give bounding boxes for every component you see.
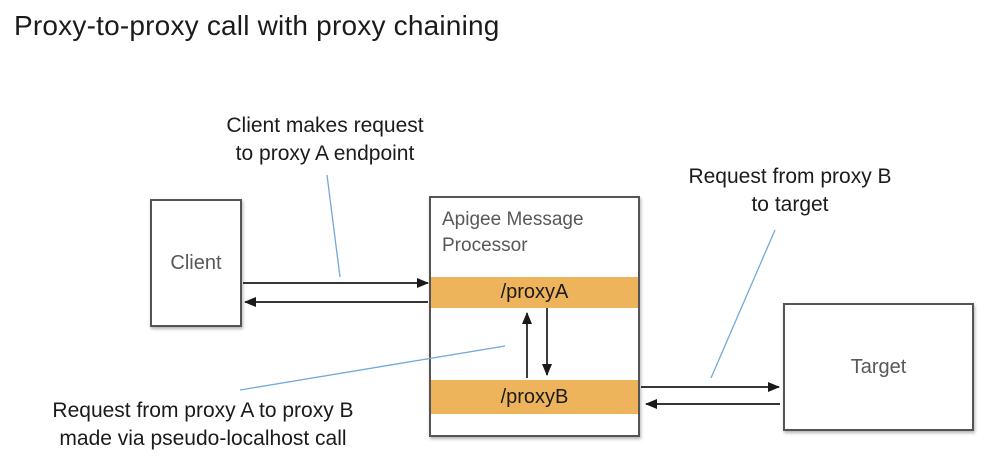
- client-box: Client: [150, 199, 242, 327]
- proxya-endpoint-bar: /proxyA: [431, 277, 638, 308]
- annotation-target-request-line2: to target: [751, 193, 829, 216]
- diagram-title: Proxy-to-proxy call with proxy chaining: [14, 10, 500, 41]
- message-processor-box: Apigee Message Processor /proxyA /proxyB: [429, 196, 640, 437]
- annotation-target-request: Request from proxy B to target: [630, 163, 950, 219]
- annotation-client-request-line2: to proxy A endpoint: [235, 142, 415, 165]
- proxyb-endpoint-bar: /proxyB: [431, 380, 638, 414]
- client-label: Client: [170, 251, 222, 274]
- proxya-label: /proxyA: [500, 281, 569, 303]
- target-box: Target: [783, 303, 974, 431]
- target-label: Target: [850, 355, 907, 378]
- annotation-chain-request-line2: made via pseudo-localhost call: [59, 427, 347, 450]
- annotation-chain-request-line1: Request from proxy A to proxy B: [52, 399, 354, 422]
- message-processor-label: Apigee Message Processor: [442, 209, 584, 256]
- annotation-chain-request: Request from proxy A to proxy B made via…: [8, 397, 398, 453]
- annotation-client-request-line1: Client makes request: [226, 114, 424, 137]
- annotation-target-request-line1: Request from proxy B: [688, 165, 892, 188]
- annotation-client-request: Client makes request to proxy A endpoint: [165, 112, 485, 168]
- connector-client-request: [326, 174, 341, 278]
- connector-target-request: [710, 229, 776, 379]
- proxyb-label: /proxyB: [500, 385, 569, 408]
